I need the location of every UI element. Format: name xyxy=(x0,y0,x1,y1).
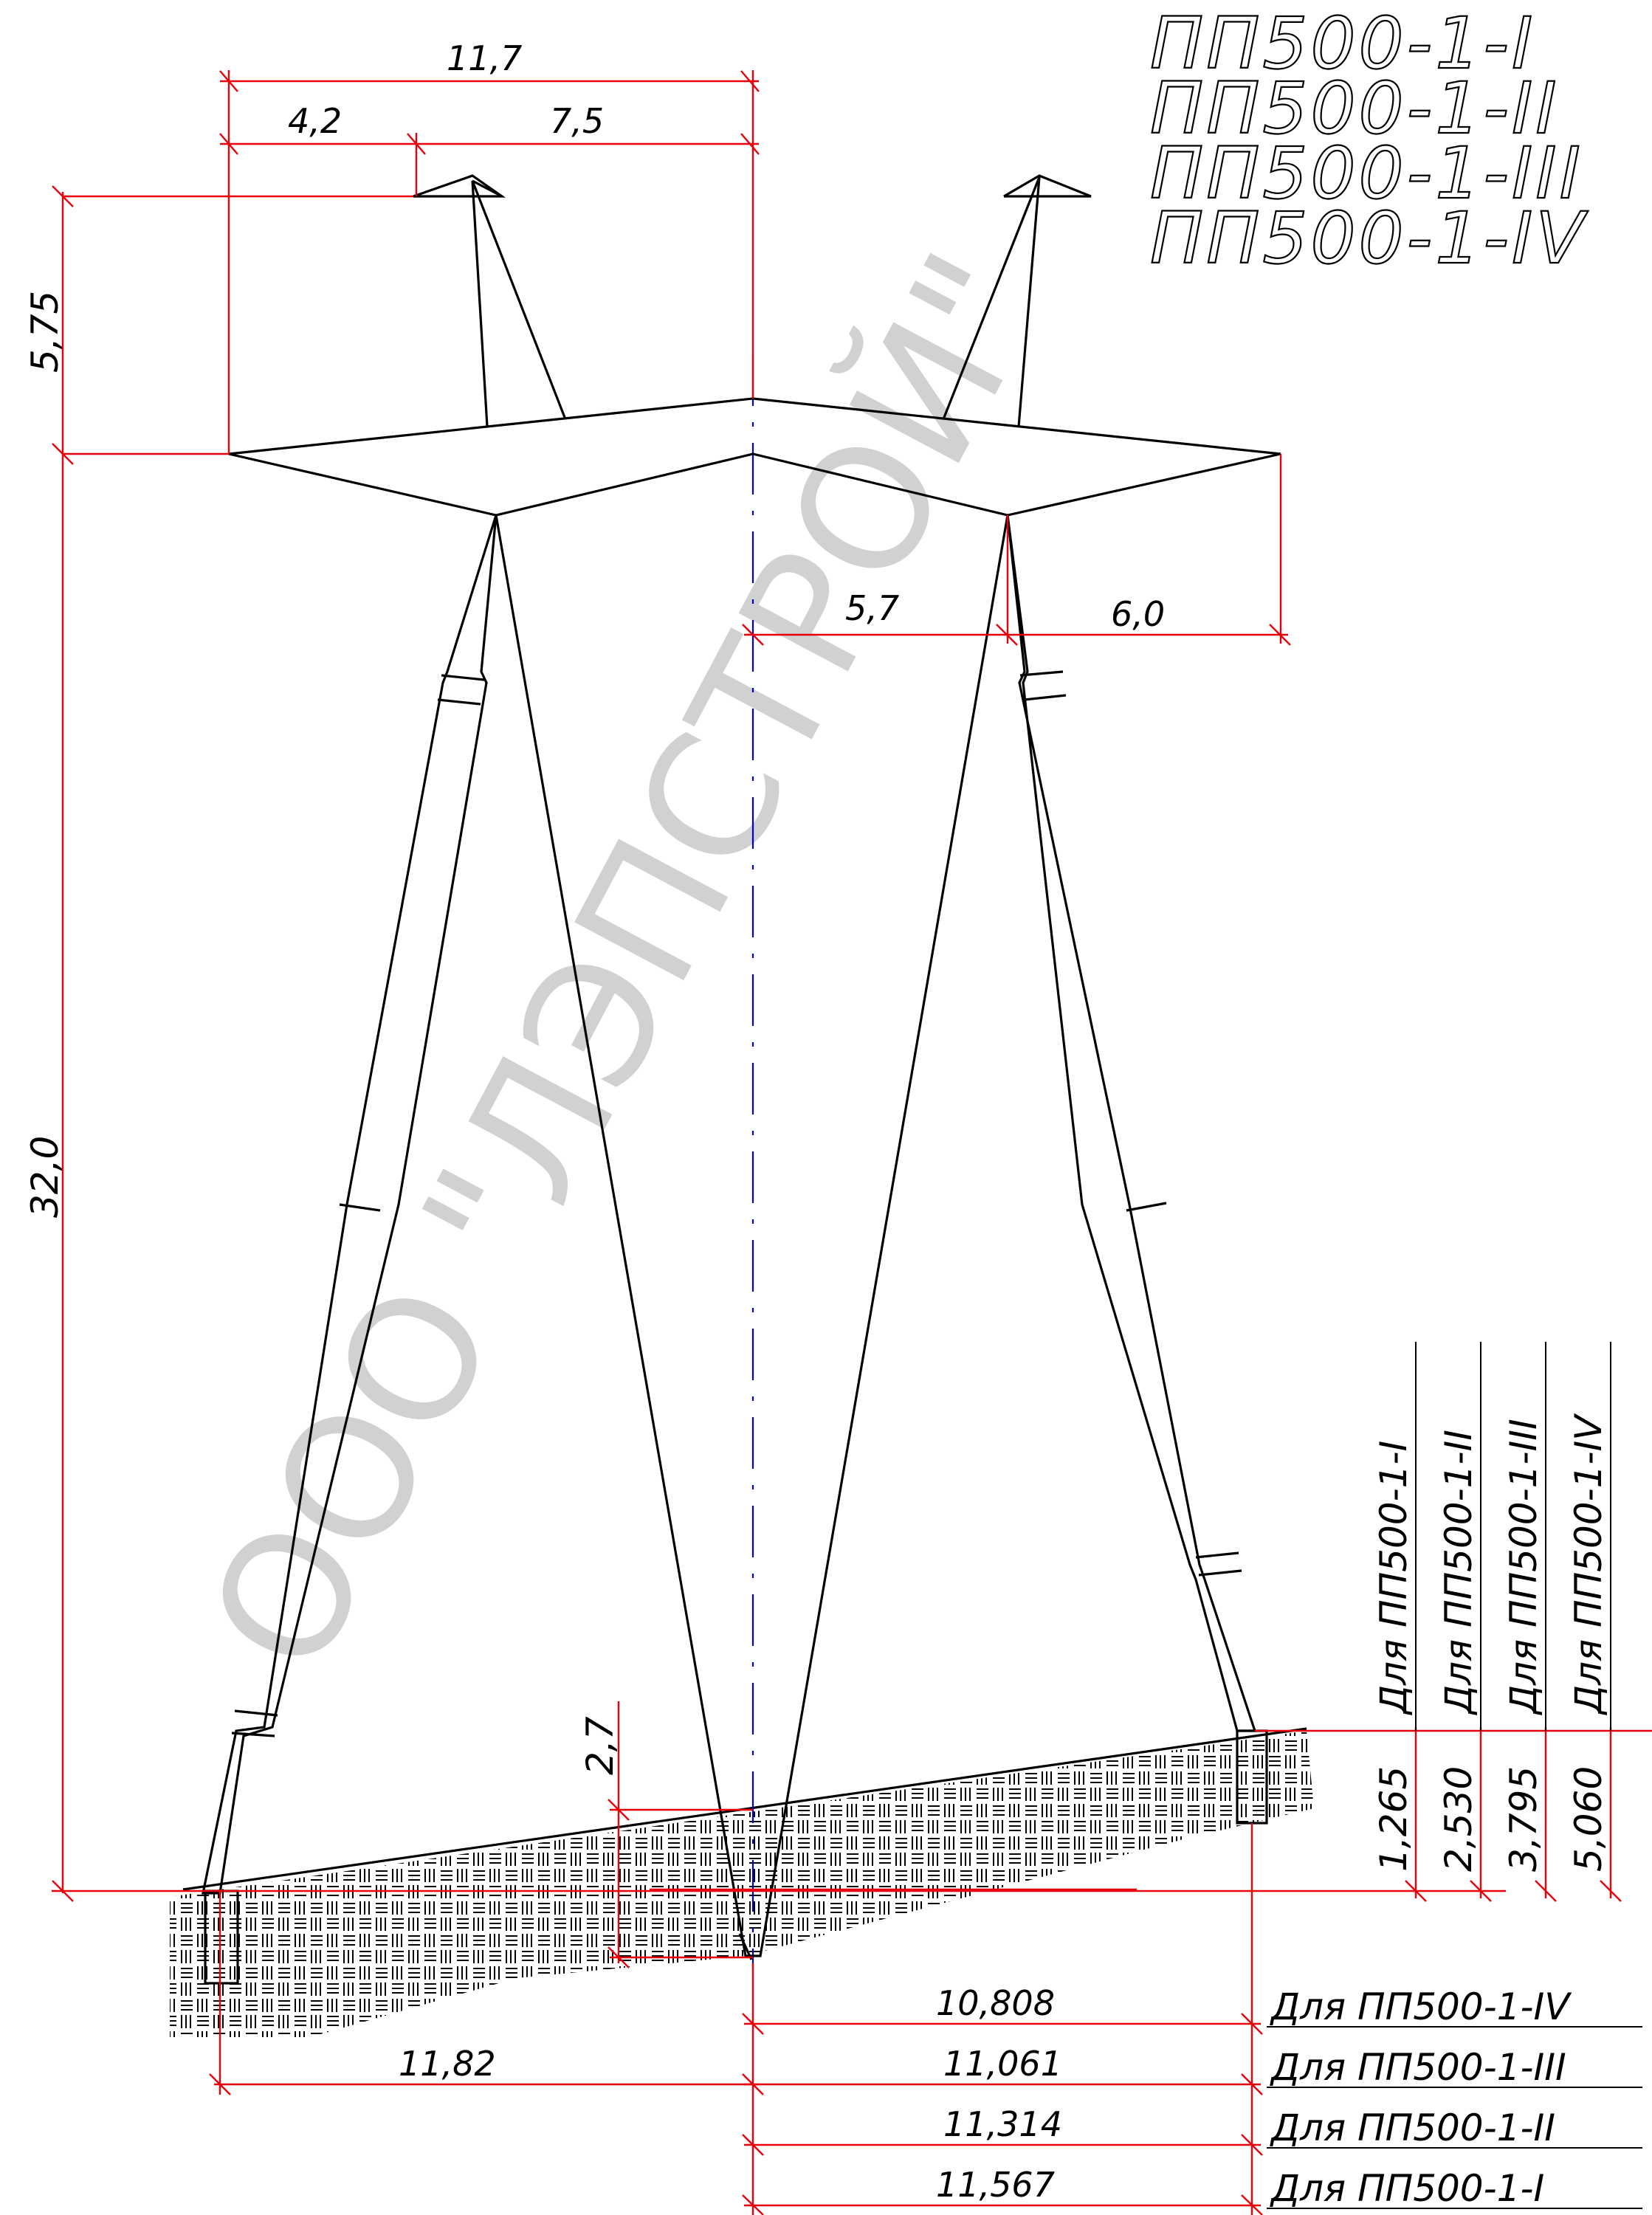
dim-crossarm-total xyxy=(219,70,760,454)
dim-crossarm-parts xyxy=(219,133,760,196)
right-base-label-ii: Для ПП500-1-II xyxy=(1270,2107,1555,2149)
height-label-iii: Для ПП500-1-III xyxy=(1502,1419,1545,1715)
dim-left-base xyxy=(209,1890,764,2215)
dim-right-base-i: 11,567 xyxy=(936,2165,1055,2205)
title-line-3: ПП500-1-III xyxy=(1150,132,1583,215)
dim-ground-offset xyxy=(608,1701,1137,1968)
height-value-i: 1,265 xyxy=(1372,1766,1415,1872)
dim-right-base-ii: 11,314 xyxy=(943,2104,1062,2144)
right-outer-leg xyxy=(1006,514,1257,1732)
left-outer-leg xyxy=(202,514,498,1895)
dim-right-drop-text: 6,0 xyxy=(1111,594,1165,634)
soil-hatch xyxy=(170,1731,1314,2037)
dim-right-bases xyxy=(742,1823,1263,2215)
dim-leg-height-text: 32,0 xyxy=(24,1136,66,1218)
dim-left-vertical xyxy=(52,185,1506,1902)
height-label-i: Для ПП500-1-I xyxy=(1372,1441,1415,1715)
dim-right-base-iii: 11,061 xyxy=(943,2044,1062,2084)
height-value-iii: 3,795 xyxy=(1502,1766,1545,1872)
height-value-iv: 5,060 xyxy=(1567,1766,1610,1872)
right-peak xyxy=(942,174,1092,427)
height-table xyxy=(1255,1342,1652,1902)
dim-right-half-text: 5,7 xyxy=(845,588,899,628)
title-line-1: ПП500-1-I xyxy=(1150,2,1535,85)
height-label-iv: Для ПП500-1-IV xyxy=(1567,1413,1610,1715)
dim-right-base-iv: 10,808 xyxy=(936,1983,1055,2023)
right-base-label-iii: Для ПП500-1-III xyxy=(1270,2046,1566,2089)
dim-ground-offset-text: 2,7 xyxy=(579,1716,622,1775)
height-label-ii: Для ПП500-1-II xyxy=(1437,1430,1480,1715)
dim-crossarm-left-text: 4,2 xyxy=(288,101,342,141)
right-base-label-i: Для ПП500-1-I xyxy=(1270,2167,1544,2210)
left-peak xyxy=(413,174,567,427)
right-base-label-iv: Для ПП500-1-IV xyxy=(1270,1985,1572,2028)
title-line-2: ПП500-1-II xyxy=(1150,67,1560,150)
dim-left-base-text: 11,82 xyxy=(399,2044,496,2084)
height-value-ii: 2,530 xyxy=(1437,1766,1480,1872)
watermark: ООО "ЛЭПСТРОЙ" xyxy=(171,222,1083,1701)
left-inner-leg xyxy=(495,514,1009,1960)
dim-right-span xyxy=(742,454,1291,646)
dim-crossarm-total-text: 11,7 xyxy=(447,38,522,78)
right-base-labels xyxy=(1267,2026,1642,2209)
crossarm xyxy=(228,397,1281,517)
title-line-4: ПП500-1-IV xyxy=(1150,197,1589,280)
dim-peak-height-text: 5,75 xyxy=(24,291,66,373)
dim-crossarm-right-text: 7,5 xyxy=(550,101,604,141)
